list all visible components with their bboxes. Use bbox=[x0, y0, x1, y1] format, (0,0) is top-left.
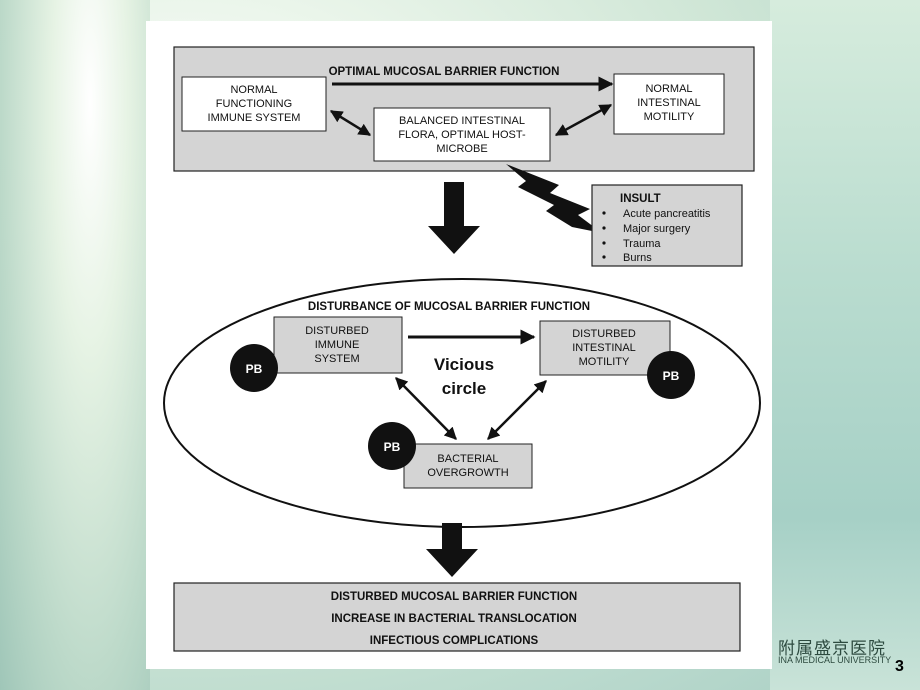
insult-bullet bbox=[602, 255, 606, 259]
lightning-bolt-icon bbox=[506, 164, 602, 233]
insult-bullet bbox=[602, 241, 606, 245]
outcome-line-3: INFECTIOUS COMPLICATIONS bbox=[370, 635, 539, 647]
pb-label: PB bbox=[663, 369, 680, 383]
disturbed-motility-line-1: DISTURBED bbox=[572, 328, 636, 340]
disturbed-immune-line-1: DISTURBED bbox=[305, 325, 369, 337]
disturbed-motility-line-3: MOTILITY bbox=[579, 356, 630, 368]
background-right bbox=[770, 0, 920, 690]
balanced-flora-line-3: MICROBE bbox=[436, 143, 487, 155]
outcome-box bbox=[173, 582, 741, 652]
insult-title: INSULT bbox=[620, 193, 661, 205]
normal-immune-line-3: IMMUNE SYSTEM bbox=[208, 112, 301, 124]
insult-bullet bbox=[602, 211, 606, 215]
insult-bullet bbox=[602, 226, 606, 230]
disturbed-motility-box bbox=[539, 320, 671, 376]
disturbance-title: DISTURBANCE OF MUCOSAL BARRIER FUNCTION bbox=[308, 301, 590, 313]
normal-immune-line-1: NORMAL bbox=[230, 84, 277, 96]
insult-item: Burns bbox=[623, 252, 652, 264]
background-left bbox=[0, 0, 150, 690]
disturbed-immune-line-2: IMMUNE bbox=[315, 339, 360, 351]
pb-circle-motility bbox=[647, 351, 695, 399]
normal-immune-line-2: FUNCTIONING bbox=[216, 98, 292, 110]
outcome-line-1: DISTURBED MUCOSAL BARRIER FUNCTION bbox=[331, 591, 577, 603]
motility-bacterial-arrow bbox=[487, 380, 547, 440]
pb-circle-immune bbox=[230, 344, 278, 392]
bacterial-overgrowth-box bbox=[403, 443, 533, 489]
page-number: 3 bbox=[895, 658, 904, 675]
insult-box bbox=[591, 184, 743, 267]
pb-label: PB bbox=[384, 440, 401, 454]
disturbed-immune-line-3: SYSTEM bbox=[314, 353, 359, 365]
down-arrow-1 bbox=[428, 182, 480, 254]
outcome-line-2: INCREASE IN BACTERIAL TRANSLOCATION bbox=[331, 613, 577, 625]
balanced-flora-line-1: BALANCED INTESTINAL bbox=[399, 115, 525, 127]
pb-label: PB bbox=[246, 362, 263, 376]
normal-motility-line-1: NORMAL bbox=[645, 83, 692, 95]
insult-item: Trauma bbox=[623, 238, 661, 250]
vicious-circle-line-1: Vicious bbox=[434, 355, 494, 374]
normal-immune-box bbox=[181, 76, 327, 132]
diagram: OPTIMAL MUCOSAL BARRIER FUNCTION NORMAL … bbox=[163, 46, 761, 652]
balanced-flora-line-2: FLORA, OPTIMAL HOST- bbox=[398, 129, 526, 141]
down-arrow-2 bbox=[426, 523, 478, 577]
normal-motility-box bbox=[613, 73, 725, 135]
optimal-title: OPTIMAL MUCOSAL BARRIER FUNCTION bbox=[329, 66, 560, 78]
bacterial-line-1: BACTERIAL bbox=[437, 453, 498, 465]
insult-item: Major surgery bbox=[623, 223, 691, 235]
hospital-logo-english: INA MEDICAL UNIVERSITY bbox=[778, 655, 892, 665]
normal-motility-line-3: MOTILITY bbox=[644, 111, 695, 123]
normal-motility-line-2: INTESTINAL bbox=[637, 97, 701, 109]
bacterial-line-2: OVERGROWTH bbox=[427, 467, 508, 479]
insult-item: Acute pancreatitis bbox=[623, 208, 711, 220]
immune-flora-arrow bbox=[329, 109, 372, 137]
pb-circle-bacterial bbox=[368, 422, 416, 470]
balanced-flora-box bbox=[373, 107, 551, 162]
disturbed-immune-box bbox=[273, 316, 403, 374]
disturbed-motility-line-2: INTESTINAL bbox=[572, 342, 636, 354]
slide-content: OPTIMAL MUCOSAL BARRIER FUNCTION NORMAL … bbox=[146, 21, 772, 669]
hospital-logo-chinese: 附属盛京医院 bbox=[778, 639, 886, 659]
disturbance-ellipse bbox=[163, 278, 761, 528]
flora-motility-arrow bbox=[554, 103, 613, 137]
immune-bacterial-arrow bbox=[395, 377, 457, 440]
vicious-circle-line-2: circle bbox=[442, 379, 486, 398]
